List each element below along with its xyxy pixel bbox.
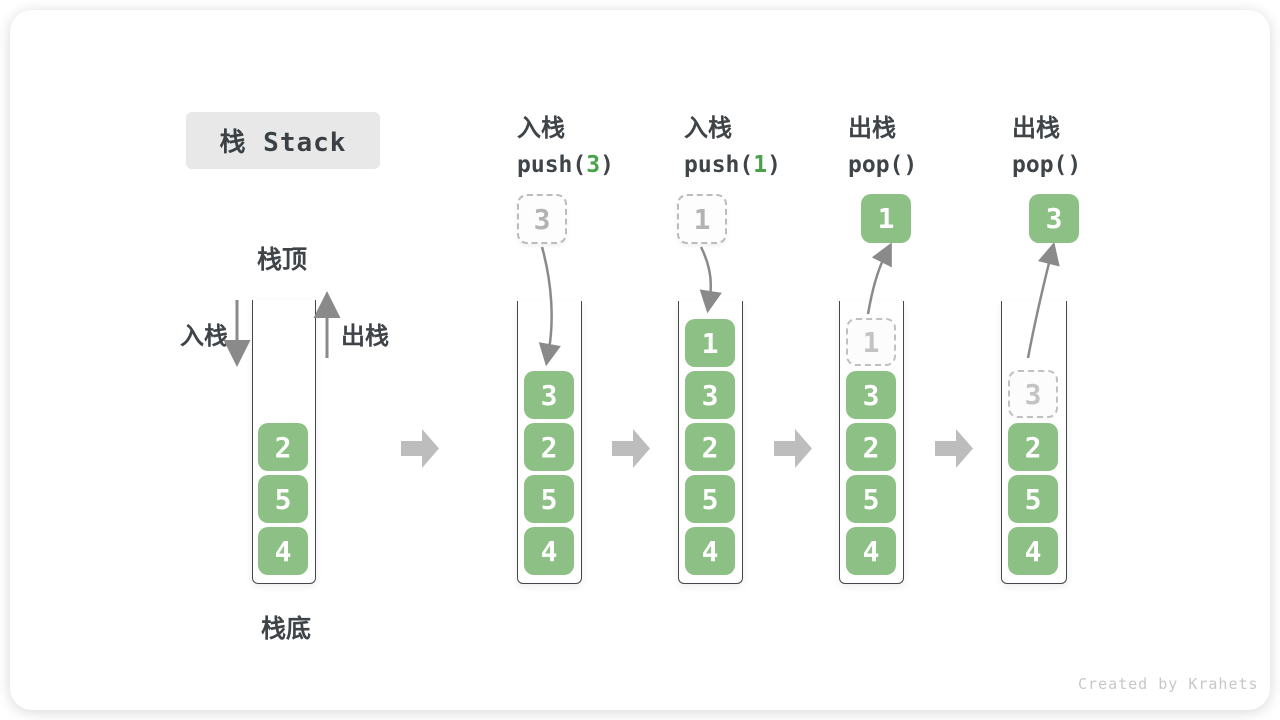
code-close: ) [767, 152, 781, 178]
stack-cell: 2 [524, 423, 574, 471]
operation-code: pop() [1012, 152, 1162, 178]
stack-cell: 2 [846, 423, 896, 471]
operation-header-pop-1: 出栈 pop() [848, 108, 998, 178]
stack-cell: 3 [846, 371, 896, 419]
code-arg: 1 [753, 152, 768, 178]
operation-name: 入栈 [684, 115, 732, 142]
stack-cell: 3 [524, 371, 574, 419]
stack-cell-ghost: 3 [1008, 370, 1058, 418]
stack-cell: 5 [685, 475, 735, 523]
operation-name: 出栈 [1012, 115, 1060, 142]
stack-cell: 4 [846, 527, 896, 575]
incoming-value: 3 [533, 202, 551, 236]
operation-header-pop-2: 出栈 pop() [1012, 108, 1162, 178]
code-fn: push( [517, 152, 587, 178]
operation-header-push-1: 入栈 push(1) [684, 108, 834, 178]
operation-code: pop() [848, 152, 998, 178]
incoming-value-box: 1 [677, 194, 727, 244]
stack-cell: 5 [1008, 475, 1058, 523]
push-direction-label: 入栈 [180, 323, 228, 350]
stack-cell-ghost: 1 [846, 318, 896, 366]
stack-cell: 2 [258, 423, 308, 471]
popped-value-box: 1 [861, 194, 911, 243]
diagram-title-label: 栈 Stack [219, 128, 347, 158]
stack-bottom-label: 栈底 [261, 615, 312, 643]
diagram-title: 栈 Stack [186, 112, 380, 169]
code-close: ) [1067, 152, 1082, 178]
stack-cell: 5 [846, 475, 896, 523]
operation-name: 入栈 [517, 115, 565, 142]
incoming-value: 1 [693, 202, 711, 236]
code-close: ) [600, 152, 614, 178]
code-fn: push( [684, 152, 754, 178]
stack-cell: 4 [524, 527, 574, 575]
popped-value-box: 3 [1029, 194, 1079, 243]
stack-cell: 4 [685, 527, 735, 575]
stack-cell: 3 [685, 371, 735, 419]
stack-cell: 2 [685, 423, 735, 471]
stack-cell: 1 [685, 319, 735, 367]
popped-value: 1 [877, 202, 895, 235]
credit-text: Created by Krahets [1078, 675, 1259, 693]
code-arg: 3 [586, 152, 601, 178]
code-close: ) [903, 152, 918, 178]
stack-cell: 5 [258, 475, 308, 523]
stack-cell: 4 [1008, 527, 1058, 575]
stack-cell: 2 [1008, 423, 1058, 471]
stack-cell: 4 [258, 527, 308, 575]
stack-top-label: 栈顶 [257, 246, 308, 274]
code-fn: pop( [1012, 152, 1068, 178]
operation-header-push-3: 入栈 push(3) [517, 108, 667, 178]
operation-name: 出栈 [848, 115, 896, 142]
pop-direction-label: 出栈 [341, 323, 389, 350]
operation-code: push(1) [684, 152, 834, 178]
code-fn: pop( [848, 152, 904, 178]
stack-cell: 5 [524, 475, 574, 523]
popped-value: 3 [1045, 202, 1063, 235]
incoming-value-box: 3 [517, 194, 567, 244]
operation-code: push(3) [517, 152, 667, 178]
